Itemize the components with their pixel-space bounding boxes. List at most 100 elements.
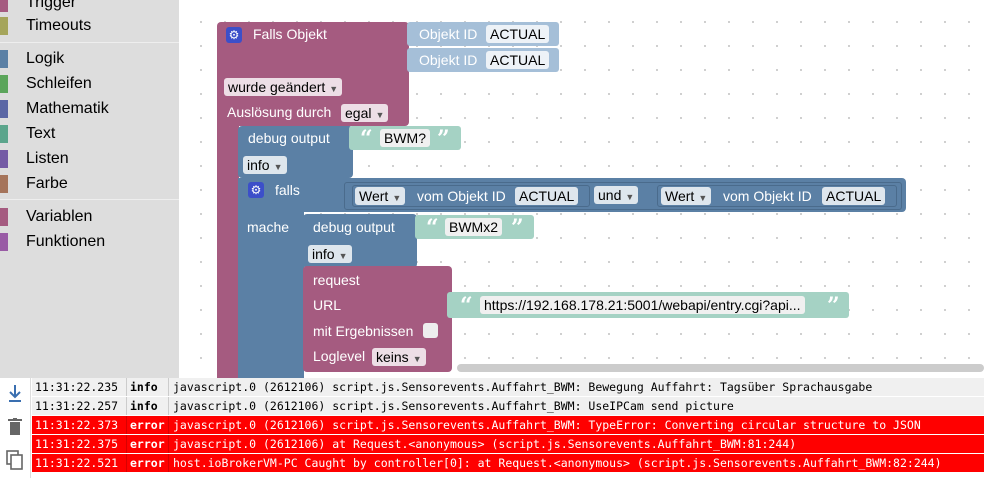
column-divider [168,454,169,472]
category-color [0,100,8,118]
category-label: Timeouts [26,17,92,34]
objekt-id-label: Objekt ID [419,26,478,42]
value-dropdown[interactable]: Wert▼ [661,187,712,205]
column-divider [126,378,127,396]
category-listen[interactable]: Listen [0,147,179,171]
text-value[interactable]: BWM? [380,129,430,147]
log-row[interactable]: 11:31:22.235 info javascript.0 (2612106)… [32,378,984,397]
category-label: Variablen [26,208,93,225]
category-variablen[interactable]: Variablen [0,205,179,229]
dropdown-arrow-icon: ▼ [698,193,708,203]
category-color [0,75,8,93]
log-time: 11:31:22.521 [35,456,119,470]
log-time: 11:31:22.257 [35,399,119,413]
column-divider [126,454,127,472]
category-logik[interactable]: Logik [0,47,179,71]
debug-level-value: info [312,246,335,262]
request-label: request [313,272,360,288]
ausloesung-dropdown[interactable]: egal▼ [341,104,389,122]
url-value[interactable]: https://192.168.178.21:5001/webapi/entry… [480,296,805,314]
category-schleifen[interactable]: Schleifen [0,72,179,96]
blockly-workspace[interactable]: ⚙ Falls Objekt Objekt ID ACTUAL Objekt I… [179,0,984,378]
download-icon[interactable] [5,384,25,404]
category-label: Farbe [26,175,68,192]
falls-label: falls [275,182,300,198]
trigger-block-spine [217,120,239,378]
mit-ergebnissen-checkbox[interactable] [423,323,438,338]
logic-operator-dropdown[interactable]: und▼ [594,186,639,204]
category-label: Schleifen [26,75,92,92]
compare-id-value[interactable]: ACTUAL [515,187,579,205]
loglevel-label: Loglevel [313,348,366,364]
log-message: javascript.0 (2612106) script.js.Sensore… [173,380,873,394]
category-label: Logik [26,50,65,67]
gear-icon[interactable]: ⚙ [248,182,264,198]
category-farbe[interactable]: Farbe [0,172,179,196]
logic-operator-value: und [598,187,622,203]
log-level: error [130,418,165,432]
category-color [0,150,8,168]
category-text[interactable]: Text [0,122,179,146]
column-divider [126,397,127,415]
log-row[interactable]: 11:31:22.257 info javascript.0 (2612106)… [32,397,984,416]
category-color [0,0,8,12]
gear-icon[interactable]: ⚙ [226,27,242,43]
objekt-id-value[interactable]: ACTUAL [486,25,550,43]
debug-level-dropdown[interactable]: info▼ [243,156,287,174]
category-label: Funktionen [26,233,106,250]
log-time: 11:31:22.235 [35,380,119,394]
dropdown-arrow-icon: ▼ [392,193,402,203]
log-row[interactable]: 11:31:22.521 error host.ioBrokerVM-PC Ca… [32,454,984,473]
category-color [0,233,8,251]
category-timeouts[interactable]: Timeouts [0,14,179,38]
dropdown-arrow-icon: ▼ [375,110,385,120]
log-level: info [130,380,158,394]
close-quote-icon: ” [827,293,840,319]
url-label: URL [313,297,342,313]
mit-ergebnissen-label: mit Ergebnissen [313,323,414,339]
change-type-dropdown[interactable]: wurde geändert▼ [224,78,343,96]
category-funktionen[interactable]: Funktionen [0,230,179,254]
category-label: Listen [26,150,69,167]
objekt-id-value[interactable]: ACTUAL [486,51,550,69]
close-quote-icon: ” [437,126,450,152]
dropdown-arrow-icon: ▼ [625,192,635,202]
copy-icon[interactable] [5,450,25,470]
log-toolbar [0,378,31,478]
dropdown-arrow-icon: ▼ [338,251,348,261]
workspace-horizontal-scrollbar[interactable] [457,364,984,372]
mache-label: mache [247,219,290,235]
dropdown-arrow-icon: ▼ [412,354,422,364]
category-color [0,208,8,226]
loglevel-value: keins [376,349,409,365]
log-time: 11:31:22.373 [35,418,119,432]
column-divider [168,416,169,434]
column-divider [168,378,169,396]
log-message: javascript.0 (2612106) script.js.Sensore… [173,399,734,413]
category-color [0,17,8,35]
log-message: host.ioBrokerVM-PC Caught by controller[… [173,456,942,470]
log-message: javascript.0 (2612106) script.js.Sensore… [173,418,921,432]
log-row[interactable]: 11:31:22.375 error javascript.0 (2612106… [32,435,984,454]
objekt-id-label: Objekt ID [419,52,478,68]
value-dropdown[interactable]: Wert▼ [355,187,406,205]
debug-level-dropdown[interactable]: info▼ [308,245,352,263]
column-divider [126,416,127,434]
trigger-title: Falls Objekt [253,26,327,42]
text-value[interactable]: BWMx2 [445,218,502,236]
debug-output-label: debug output [248,130,330,146]
trash-icon[interactable] [5,418,25,438]
category-mathematik[interactable]: Mathematik [0,97,179,121]
log-row[interactable]: 11:31:22.373 error javascript.0 (2612106… [32,416,984,435]
loglevel-dropdown[interactable]: keins▼ [372,348,426,366]
category-label: Trigger [26,0,77,11]
category-label: Text [26,125,56,142]
open-quote-icon: “ [360,126,373,152]
compare-id-value[interactable]: ACTUAL [822,187,886,205]
column-divider [168,397,169,415]
log-level: info [130,399,158,413]
vom-objekt-id-label: vom Objekt ID [723,188,812,204]
open-quote-icon: “ [426,215,439,241]
ausloesung-label: Auslösung durch [227,104,332,120]
category-trigger[interactable]: Trigger [0,0,179,15]
